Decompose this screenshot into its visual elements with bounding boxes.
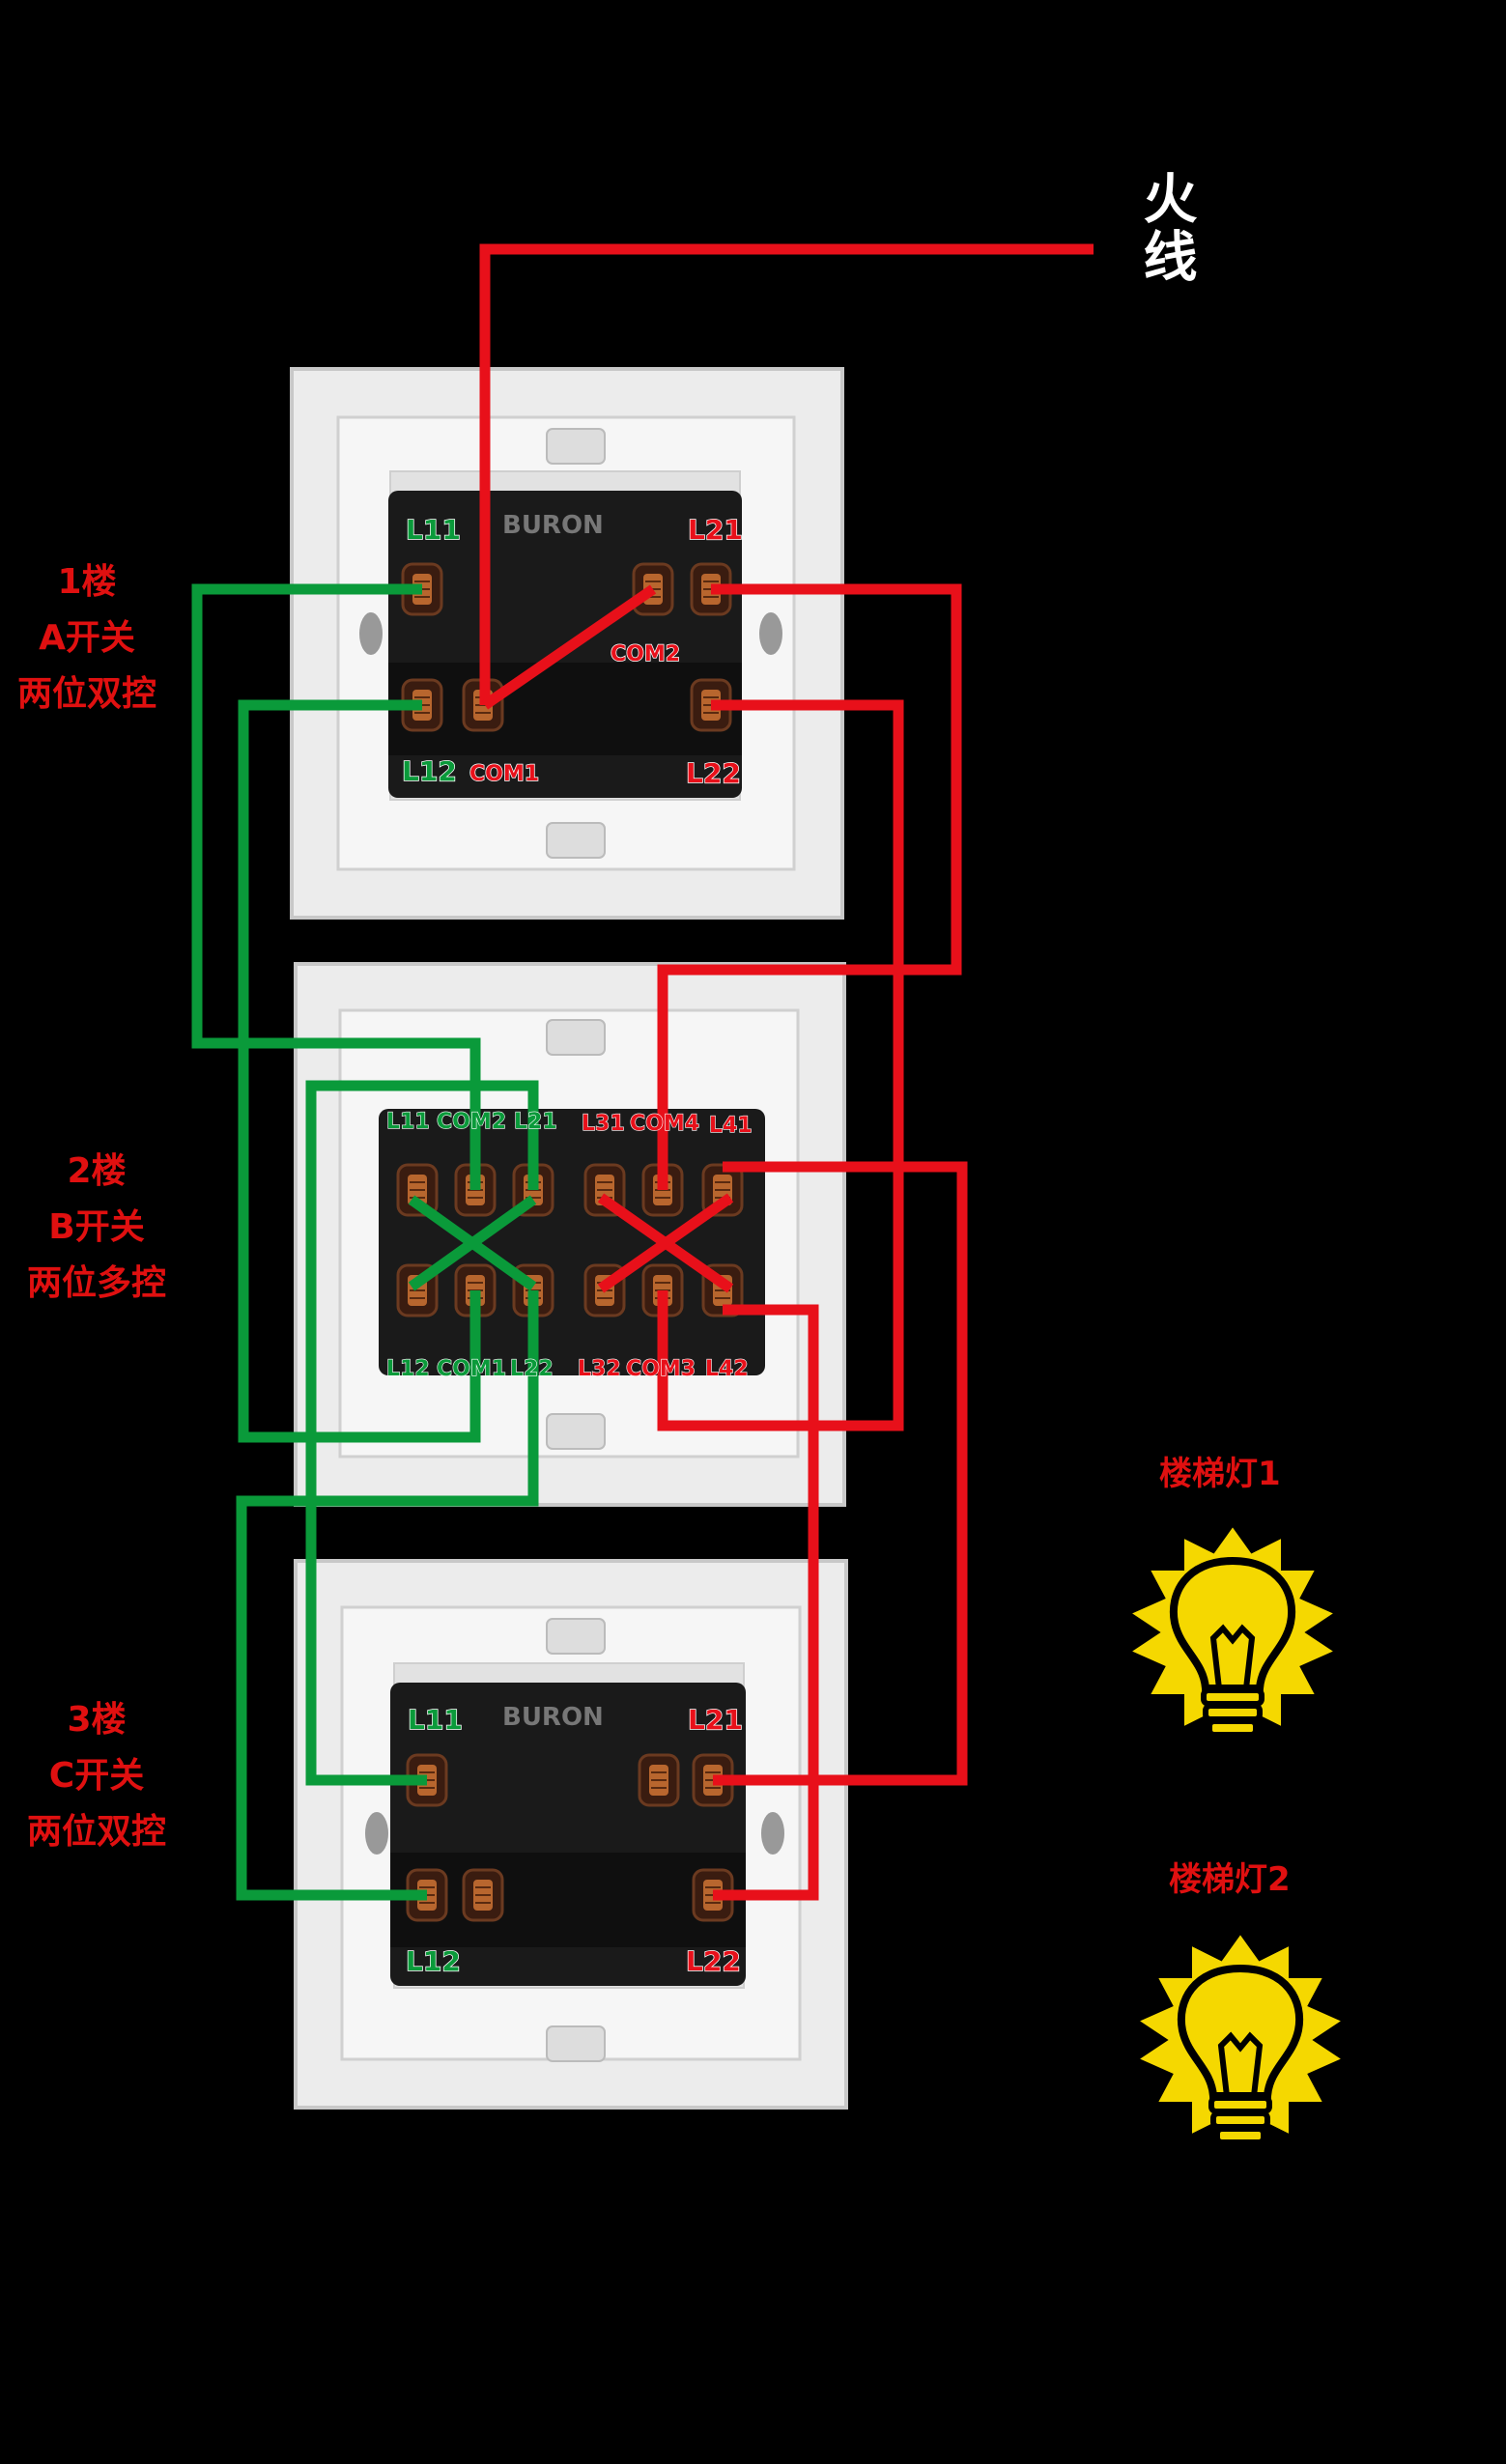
wire-b-cross-green-2 xyxy=(408,1195,537,1291)
floor-3-switch-name: C开关 xyxy=(48,1756,145,1796)
terminal-c-com2 xyxy=(638,1753,680,1807)
switch-b-module xyxy=(379,1109,765,1375)
label-b-com4: COM4 xyxy=(630,1112,699,1136)
label-b-l11: L11 xyxy=(386,1110,430,1134)
label-a-l21: L21 xyxy=(688,514,743,546)
label-b-l32: L32 xyxy=(578,1357,621,1381)
label-c-l11: L11 xyxy=(408,1704,463,1736)
label-b-l41: L41 xyxy=(709,1114,753,1138)
label-b-com3: COM3 xyxy=(626,1357,696,1381)
floor-1-label: 1楼 A开关 两位双控 xyxy=(0,554,174,722)
red-wires xyxy=(479,243,1094,1901)
label-b-l31: L31 xyxy=(582,1112,625,1136)
live-wire-label: 火线 xyxy=(1134,170,1197,286)
wire-b-l21-to-c-l11 xyxy=(305,1080,539,1786)
floor-3-switch-type: 两位双控 xyxy=(26,1812,166,1852)
floor-2-label: 2楼 B开关 两位多控 xyxy=(10,1144,184,1312)
wire-b-l22-to-c-l12 xyxy=(236,1290,539,1901)
switch-c-module: BURON xyxy=(390,1683,746,1986)
label-b-l42: L42 xyxy=(705,1357,749,1381)
floor-3-number: 3楼 xyxy=(67,1700,127,1740)
switch-a-brand-text: BURON xyxy=(502,511,604,540)
wire-a-l11-to-b-com2 xyxy=(191,583,481,1190)
wire-a-com1-to-com2 xyxy=(481,584,657,710)
wire-a-l21-to-b-com4 xyxy=(657,583,962,1190)
terminal-c-com1 xyxy=(462,1868,504,1922)
floor-1-switch-name: A开关 xyxy=(39,618,135,658)
label-c-l21: L21 xyxy=(688,1704,743,1736)
wire-b-l42-to-c-l22 xyxy=(713,1304,819,1901)
lamp-2-icon xyxy=(1136,1932,1345,2156)
label-a-l12: L12 xyxy=(402,755,457,787)
label-b-com1: COM1 xyxy=(437,1357,506,1381)
lamp-2-label: 楼梯灯2 xyxy=(1169,1860,1291,1899)
green-wires xyxy=(191,583,539,1901)
switch-c-brand-text: BURON xyxy=(502,1703,604,1732)
label-a-l11: L11 xyxy=(406,514,461,546)
label-a-com2: COM2 xyxy=(611,642,680,666)
switch-a-module: BURON xyxy=(388,491,742,798)
wire-a-l12-to-b-com1 xyxy=(238,699,481,1443)
label-a-l22: L22 xyxy=(686,757,741,789)
floor-2-switch-type: 两位多控 xyxy=(26,1263,166,1303)
label-b-l22: L22 xyxy=(510,1357,554,1381)
floor-1-number: 1楼 xyxy=(57,562,117,602)
label-c-l22: L22 xyxy=(686,1945,741,1977)
wire-b-cross-red-2 xyxy=(597,1193,734,1293)
label-a-com1: COM1 xyxy=(469,762,539,786)
wire-a-l22-to-b-com3 xyxy=(657,699,904,1431)
floor-3-label: 3楼 C开关 两位双控 xyxy=(10,1692,184,1860)
wire-b-l41-to-c-l21 xyxy=(713,1161,968,1786)
label-c-l12: L12 xyxy=(406,1945,461,1977)
lamp-1-icon xyxy=(1128,1524,1337,1748)
floor-2-number: 2楼 xyxy=(67,1151,127,1191)
label-b-com2: COM2 xyxy=(437,1110,506,1134)
label-b-l12: L12 xyxy=(386,1357,430,1381)
wire-live-to-a-com1 xyxy=(479,243,1094,705)
label-b-l21: L21 xyxy=(514,1110,557,1134)
floor-2-switch-name: B开关 xyxy=(48,1207,145,1247)
lamp-1-label: 楼梯灯1 xyxy=(1159,1455,1281,1493)
floor-1-switch-type: 两位双控 xyxy=(16,674,156,714)
